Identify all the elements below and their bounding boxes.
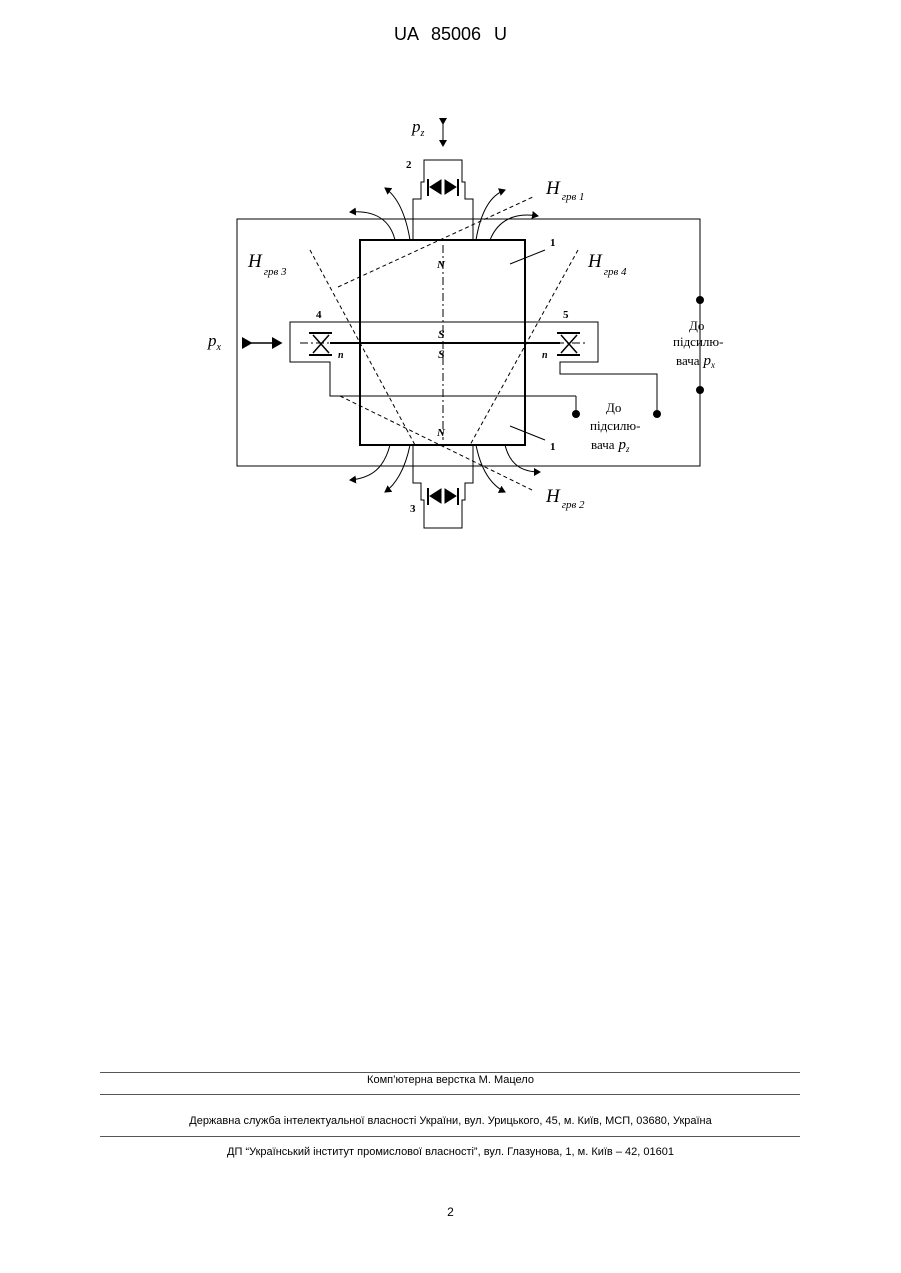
h-grv-1-label: Hгрв 1 [545,178,585,203]
svg-text:вачаpz: вачаpz [591,437,630,454]
svg-text:До: До [689,318,704,333]
patent-figure: pz px 2 3 4 5 1 1 Hгрв 1 Hгрв 2 Hгрв 3 H… [0,0,901,560]
field-line-3 [310,250,415,445]
svg-text:вачаpx: вачаpx [676,353,715,370]
n-left: n [338,350,344,361]
right-sensor-housing [525,322,657,412]
amp-x-terminal-top [697,297,703,303]
footer-typesetting: Комп’ютерна верстка М. Мацело [0,1074,901,1086]
label-2: 2 [406,159,412,171]
amp-x-caption: До підсилю- вачаpx [673,318,723,370]
flux-arrow-bottom-left-b [350,445,390,480]
amp-z-caption: До підсилю- вачаpz [590,400,640,454]
label-1-top: 1 [550,237,556,249]
svg-text:підсилю-: підсилю- [590,418,640,433]
page-number: 2 [0,1205,901,1219]
pole-n-bottom: N [436,427,446,439]
bottom-sensor-housing [413,445,473,528]
amp-z-terminal-left [573,411,579,417]
svg-text:підсилю-: підсилю- [673,334,723,349]
top-sensor-housing [413,160,473,240]
right-sensor-element [557,333,580,355]
h-grv-4-label: Hгрв 4 [587,251,627,278]
pz-label: pz [411,117,425,139]
figure-drawing: pz px 2 3 4 5 1 1 Hгрв 1 Hгрв 2 Hгрв 3 H… [0,0,901,560]
bottom-sensor-element [428,488,458,505]
pole-n-top: N [436,259,446,271]
footer-rule-2 [100,1094,800,1095]
label-1-bottom: 1 [550,441,556,453]
flux-arrow-bottom-right-a [476,445,505,492]
pointer-1-bottom [510,426,545,440]
field-line-2 [340,396,532,490]
footer-institute: ДП “Український інститут промислової вла… [0,1146,901,1158]
svg-text:До: До [606,400,621,415]
footer-rule-3 [100,1136,800,1137]
footer-rule-1 [100,1072,800,1073]
flux-arrow-top-right-a [476,190,505,240]
flux-arrow-top-left-a [385,188,410,240]
n-right: n [542,350,548,361]
h-grv-2-label: Hгрв 2 [545,486,585,511]
flux-arrow-bottom-left-a [385,445,410,492]
footer-agency: Державна служба інтелектуальної власност… [0,1115,901,1127]
flux-arrow-top-left-b [350,212,395,240]
field-line-1 [338,196,535,287]
label-5: 5 [563,309,569,321]
label-3: 3 [410,503,416,515]
pole-s-upper: S [438,327,445,341]
amp-x-terminal-bottom [697,387,703,393]
flux-arrow-bottom-right-b [505,445,540,472]
pole-s-lower: S [438,347,445,361]
amp-z-terminal-right [654,411,660,417]
px-label: px [207,331,222,353]
label-4: 4 [316,309,322,321]
pointer-1-top [510,250,545,264]
left-sensor-element [309,333,332,355]
top-sensor-element [428,179,458,196]
h-grv-3-label: Hгрв 3 [247,251,287,278]
